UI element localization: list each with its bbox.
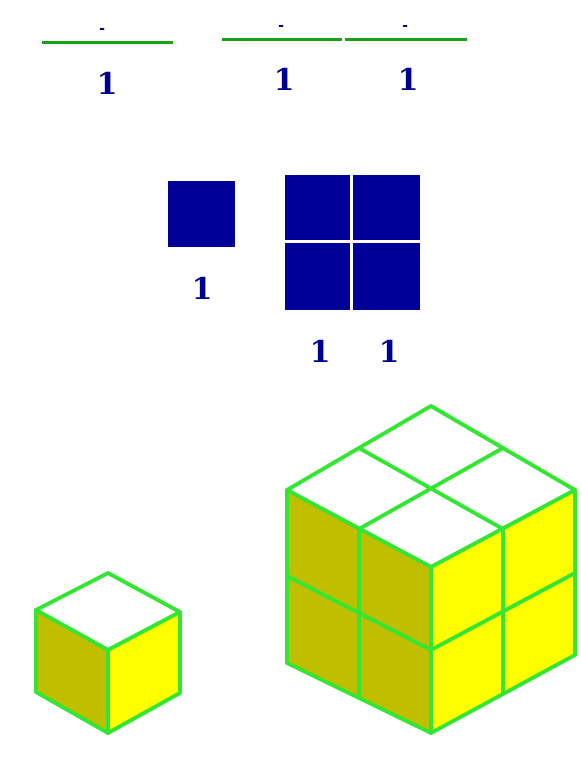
cube-large: [287, 406, 575, 733]
cube-small: [36, 573, 180, 733]
